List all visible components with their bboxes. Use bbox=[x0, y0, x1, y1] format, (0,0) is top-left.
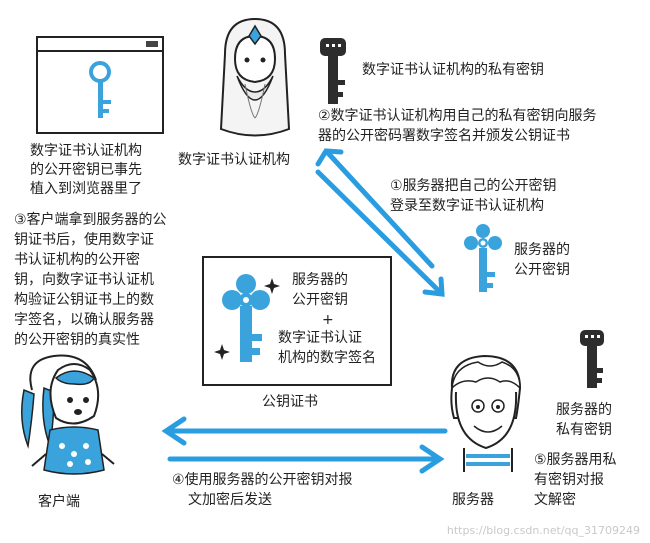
sparkle-icon bbox=[214, 344, 230, 360]
step-1-text: ①服务器把自己的公开密钥 登录至数字证书认证机构 bbox=[390, 176, 557, 216]
public-key-icon bbox=[222, 274, 270, 362]
client-label: 客户端 bbox=[38, 492, 80, 512]
watermark: https://blog.csdn.net/qq_31709249 bbox=[447, 524, 640, 537]
private-key-icon bbox=[578, 328, 608, 394]
sparkle-icon bbox=[264, 278, 280, 294]
certificate-card: 服务器的 公开密钥 + 数字证书认证 机构的数字签名 bbox=[202, 256, 392, 386]
server-label: 服务器 bbox=[452, 490, 494, 510]
certificate-signature-label: 数字证书认证 机构的数字签名 bbox=[278, 328, 376, 368]
step-5-text: ⑤服务器用私 有密钥对报 文解密 bbox=[534, 450, 617, 510]
server-public-key-label: 服务器的 公开密钥 bbox=[514, 240, 570, 280]
server-character-icon bbox=[430, 348, 540, 488]
arrow-client-to-server bbox=[170, 447, 440, 471]
certificate-key-label: 服务器的 公开密钥 bbox=[292, 270, 348, 310]
public-key-icon bbox=[462, 222, 504, 300]
server-private-key-label: 服务器的 私有密钥 bbox=[556, 400, 612, 440]
certificate-caption: 公钥证书 bbox=[262, 392, 318, 412]
step-3-text: ③客户端拿到服务器的公 钥证书后，使用数字证 书认证机构的公开密 钥，向数字证书… bbox=[14, 210, 167, 350]
client-character-icon bbox=[14, 350, 124, 490]
certificate-icon bbox=[214, 272, 284, 372]
certificate-plus: + bbox=[322, 310, 334, 330]
arrow-server-to-client bbox=[166, 419, 445, 443]
step-4-text: ④使用服务器的公开密钥对报 文加密后发送 bbox=[172, 470, 353, 510]
